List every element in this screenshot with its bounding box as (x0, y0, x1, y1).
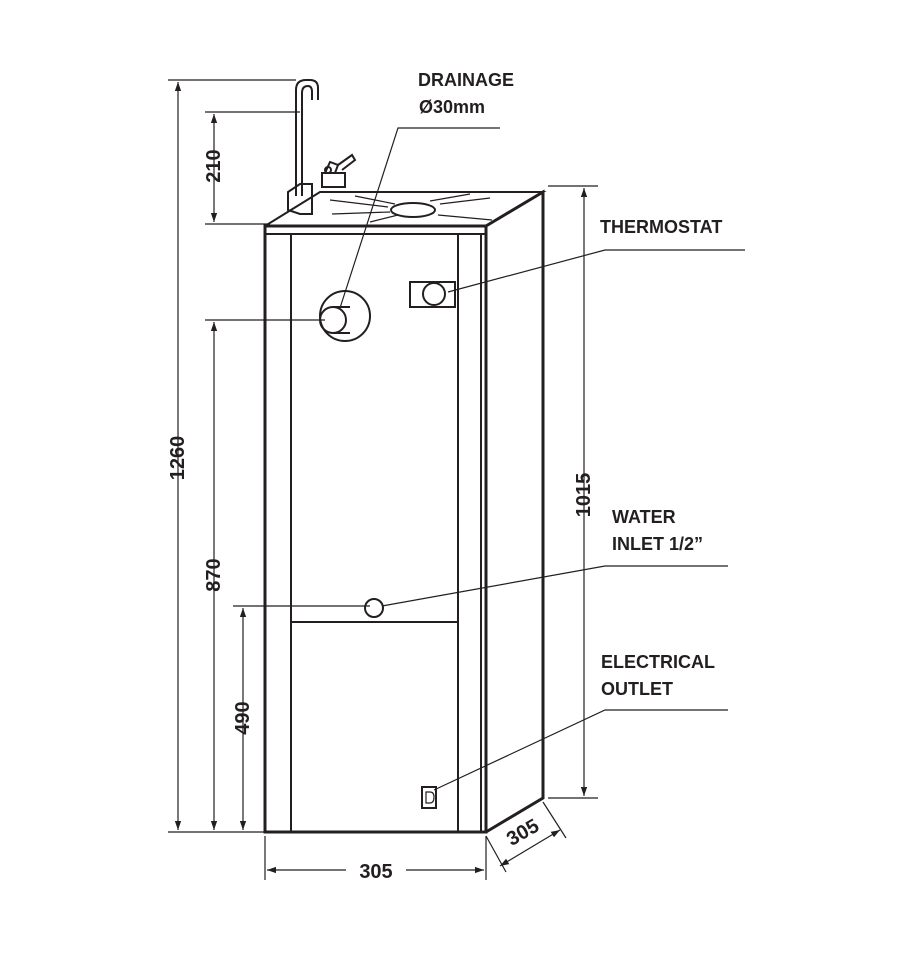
leader-lines (339, 127, 745, 791)
dim-faucet-height: 210 (203, 149, 225, 182)
leader-drainage (339, 127, 500, 309)
cabinet-top (264, 191, 547, 227)
label-drainage: DRAINAGE (418, 70, 514, 90)
thermostat-box (409, 281, 456, 308)
drainage-fitting (319, 290, 371, 342)
dim-width: 305 (359, 861, 392, 883)
cabinet (263, 79, 547, 834)
dimension-lines (168, 79, 598, 880)
cabinet-side (485, 189, 545, 834)
dim-thermostat-height: 1015 (573, 473, 595, 518)
dim-drain-height: 870 (203, 558, 225, 591)
label-electrical: ELECTRICAL (601, 652, 715, 672)
leader-electrical (433, 709, 728, 791)
dim-depth: 305 (503, 815, 543, 851)
width-label-bg (346, 858, 406, 884)
cabinet-front (263, 224, 488, 834)
label-water: WATER (612, 507, 676, 527)
leader-water-inlet (381, 565, 728, 607)
dim-inlet-height: 490 (232, 701, 254, 734)
dim-line-depth (499, 829, 561, 867)
basin-drain (390, 202, 436, 218)
label-thermostat: THERMOSTAT (600, 217, 722, 237)
dim-total-height: 1260 (167, 436, 189, 481)
label-drainage-size: Ø30mm (419, 97, 485, 117)
bubbler-valve (321, 153, 357, 188)
leader-thermostat (447, 249, 745, 293)
label-inlet: INLET 1/2” (612, 534, 703, 554)
water-inlet-fitting (364, 598, 384, 618)
label-outlet: OUTLET (601, 679, 673, 699)
gooseneck-faucet (287, 79, 319, 215)
electrical-outlet (421, 786, 437, 809)
